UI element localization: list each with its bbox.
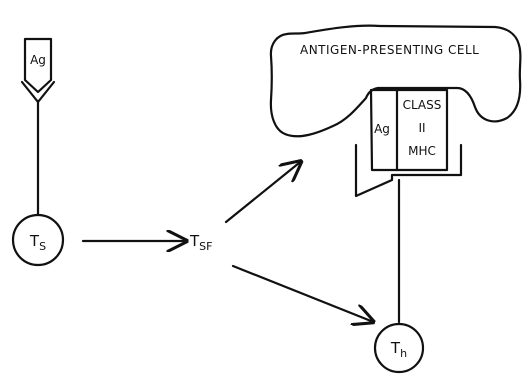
apc-title: ANTIGEN-PRESENTING CELL bbox=[300, 43, 479, 57]
th-cell-label: Th bbox=[390, 339, 407, 360]
ts-cell-subscript: S bbox=[39, 240, 46, 253]
receptor-bracket bbox=[354, 143, 463, 198]
mhc-line-2: II bbox=[418, 121, 425, 135]
ts-antigen-label: Ag bbox=[30, 53, 46, 67]
tsf-subscript: SF bbox=[199, 240, 212, 253]
arrow-tsf-to-th bbox=[231, 264, 371, 321]
arrow-tsf-to-apc bbox=[224, 163, 299, 224]
antigen-presenting-cell-outline bbox=[269, 24, 522, 138]
ts-cell-circle bbox=[11, 213, 65, 267]
apc-ag-label: Ag bbox=[374, 122, 390, 136]
mhc-line-1: CLASS bbox=[403, 98, 442, 112]
th-cell-circle bbox=[373, 322, 425, 374]
mhc-ag-middle-boxes bbox=[395, 88, 449, 172]
th-cell-subscript: h bbox=[400, 347, 407, 360]
ts-cell-label: TS bbox=[29, 232, 46, 253]
ts-antigen-box bbox=[23, 37, 53, 94]
mhc-line-3: MHC bbox=[408, 144, 436, 158]
tsf-label: TSF bbox=[189, 232, 212, 253]
